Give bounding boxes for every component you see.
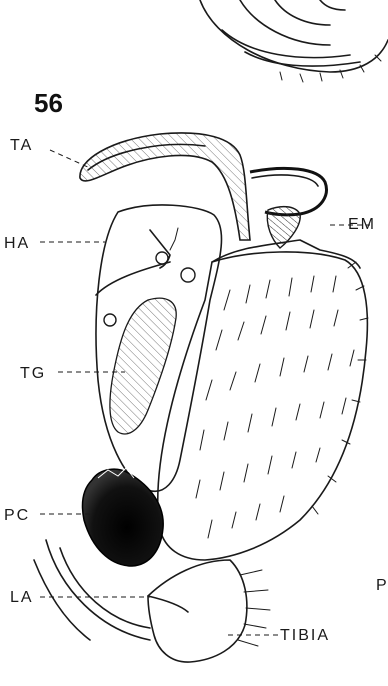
label-tibia: TIBIA — [280, 627, 330, 644]
label-ha: HA — [4, 235, 30, 252]
bulb-dot-3 — [104, 314, 116, 326]
bulb-dot-1 — [156, 252, 168, 264]
label-em: EM — [348, 216, 376, 233]
label-la: LA — [10, 589, 34, 606]
tegular-sclerite — [110, 298, 176, 434]
label-tg: TG — [20, 365, 46, 382]
palp-base — [34, 540, 270, 662]
bulb-dot-2 — [181, 268, 195, 282]
paracymbium — [82, 468, 163, 566]
leader-lines — [40, 150, 370, 635]
label-cut: P — [376, 577, 388, 594]
label-ta: TA — [10, 137, 33, 154]
figure-number: 56 — [34, 88, 63, 118]
cymbium — [158, 240, 368, 560]
terminal-apophysis — [80, 133, 250, 240]
partial-structure-top — [200, 0, 388, 82]
label-pc: PC — [4, 507, 30, 524]
embolus — [250, 168, 326, 248]
